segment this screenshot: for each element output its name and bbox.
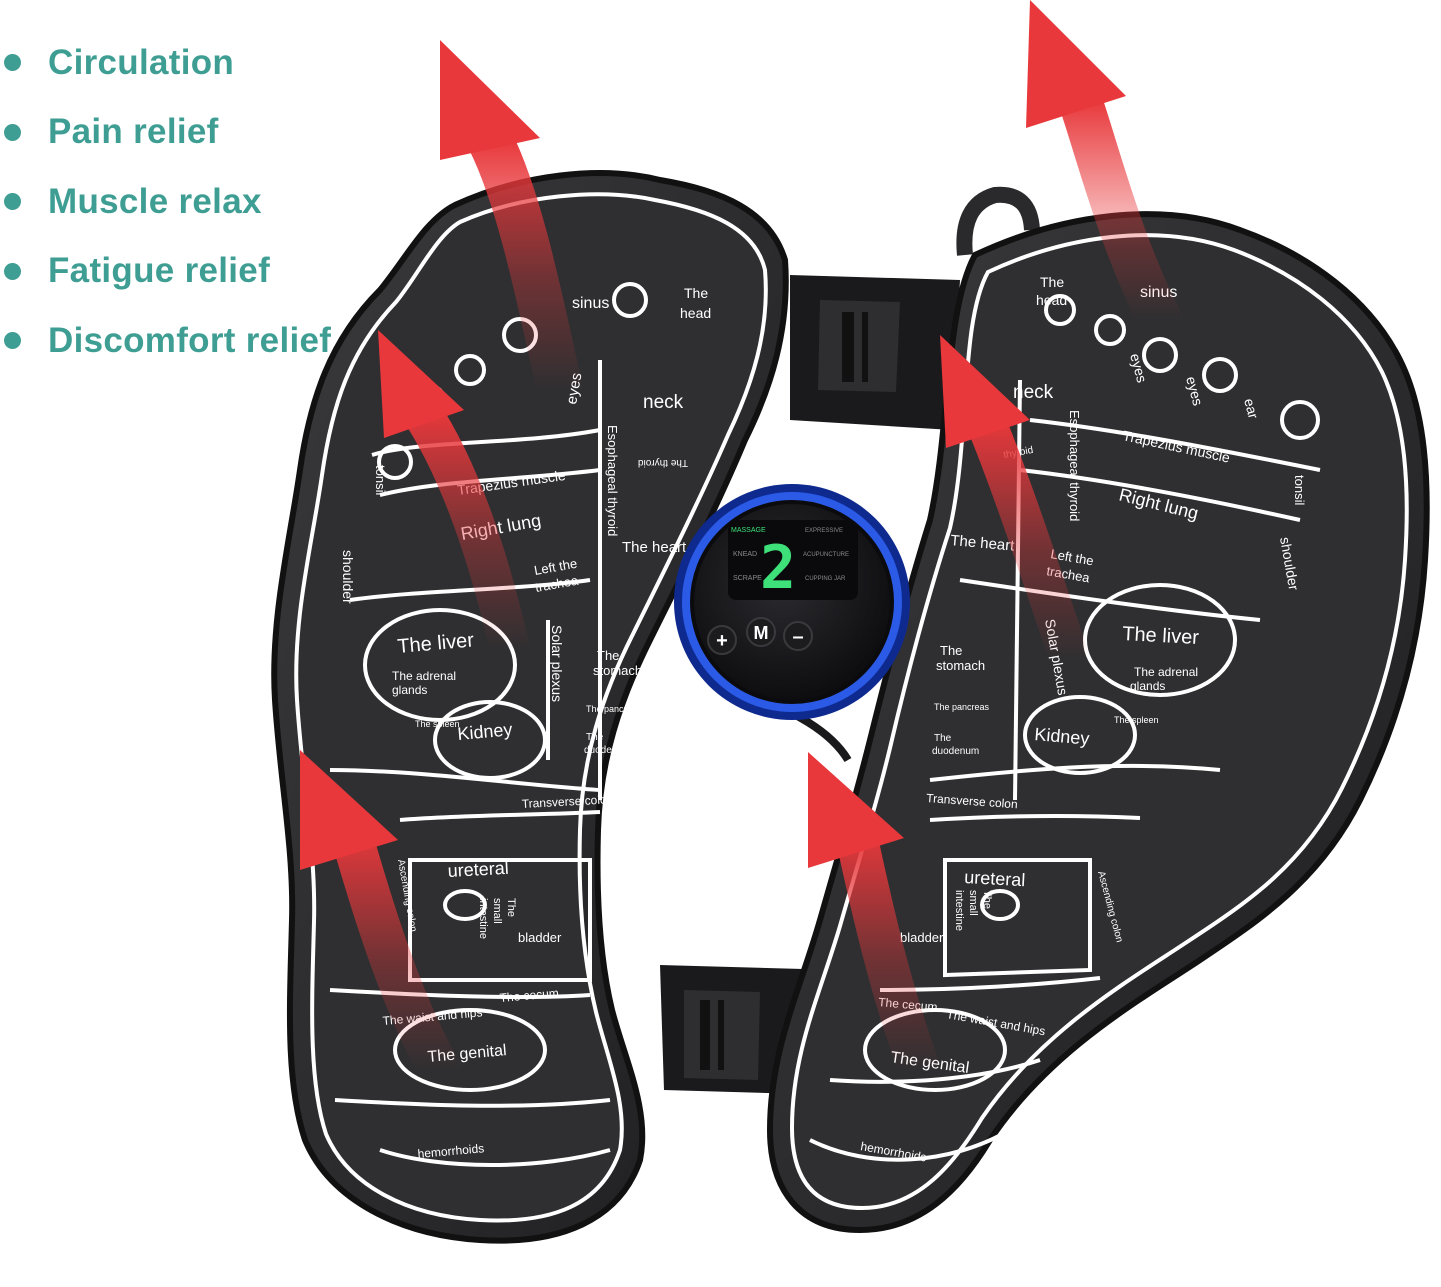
label-spleen: The spleen (415, 719, 460, 729)
bullet-dot-icon (4, 262, 21, 280)
label-pancreas: The pancreas (934, 702, 990, 712)
label-shoulder: shoulder (340, 550, 356, 604)
label-stomach: stomach (936, 658, 985, 673)
label-small-intestine: The (505, 898, 517, 917)
label-left-trachea: Left the (1049, 546, 1094, 568)
label-duodenum: The (934, 733, 952, 744)
benefits-list: Circulation Pain relief Muscle relax Fat… (0, 28, 331, 376)
label-head: The (684, 285, 708, 301)
mode-button[interactable]: M (746, 617, 776, 647)
mode-label-knead: KNEAD (733, 551, 757, 558)
label-spleen: The spleen (1114, 715, 1159, 725)
mode-label-acupuncture: ACUPUNCTURE (803, 552, 849, 558)
mode-label-scrape: SCRAPE (733, 575, 762, 582)
label-neck: neck (643, 392, 684, 413)
plus-button-label: + (716, 630, 728, 652)
label-adrenal: The adrenal (1134, 665, 1198, 679)
label-adrenal: The adrenal (392, 669, 456, 683)
intensity-display-digit: 2 (760, 533, 796, 603)
label-stomach: The (940, 643, 962, 658)
benefit-label: Muscle relax (48, 181, 262, 221)
arrow-up-icon (940, 335, 1090, 680)
label-kidney: Kidney (1034, 724, 1091, 749)
benefit-item: Muscle relax (0, 167, 331, 237)
label-neck: neck (1013, 382, 1054, 403)
label-duodenum: duodenum (584, 745, 631, 756)
minus-button[interactable]: – (783, 621, 813, 651)
mode-label-cupping: CUPPING JAR (805, 576, 846, 582)
label-head: The (1040, 274, 1064, 290)
label-heart: The heart (950, 532, 1016, 555)
label-adrenal: glands (392, 683, 427, 697)
label-stomach: stomach (593, 663, 642, 678)
benefit-item: Discomfort relief (0, 306, 331, 376)
label-liver: The liver (1122, 623, 1200, 649)
arrow-up-icon (440, 40, 583, 413)
benefit-label: Circulation (48, 42, 235, 82)
label-eyes: eyes (1127, 352, 1150, 385)
label-small-intestine: intestine (953, 890, 965, 931)
label-hemorrhoids: hemorrhoids (417, 1141, 485, 1161)
mode-label-massage: MASSAGE (731, 527, 766, 534)
label-duodenum: duodenum (932, 746, 979, 757)
label-esophageal: Esophageal thyroid (605, 425, 620, 536)
label-heart: The heart (622, 539, 687, 556)
mode-label-expressive: EXPRESSIVE (805, 528, 843, 534)
label-stomach: The (597, 648, 619, 663)
benefit-item: Circulation (0, 28, 331, 98)
label-adrenal: glands (1130, 679, 1165, 693)
benefit-label: Discomfort relief (48, 320, 332, 360)
label-left-trachea: Left the (533, 556, 578, 578)
label-duodenum: The (586, 732, 604, 743)
bullet-dot-icon (4, 193, 21, 211)
arrow-up-icon (300, 750, 461, 1091)
arrow-up-icon (808, 752, 941, 1091)
label-thyroid: The thyroid (638, 457, 688, 468)
label-ear: ear (1241, 397, 1262, 421)
mode-button-label: M (754, 623, 769, 643)
label-esophageal: Esophageal thyroid (1067, 410, 1082, 521)
label-head: head (1036, 292, 1067, 308)
label-small-intestine: small (491, 898, 503, 924)
benefit-item: Fatigue relief (0, 237, 331, 307)
label-transverse-colon: Transverse colon (926, 791, 1018, 811)
arrow-up-icon (1026, 0, 1182, 342)
flow-arrows (300, 0, 1182, 1091)
label-bladder: bladder (900, 930, 944, 945)
benefit-item: Pain relief (0, 98, 331, 168)
right-foot-reflex-lines (809, 294, 1321, 1162)
label-solar-plexus: Solar plexus (549, 625, 565, 702)
label-pancreas: The pancreas (586, 704, 642, 714)
label-ureteral: ureteral (964, 867, 1026, 890)
left-foot-reflex-lines (329, 282, 648, 1167)
bullet-dot-icon (4, 123, 21, 141)
label-sinus: sinus (572, 295, 609, 312)
label-tonsil: tonsil (373, 465, 388, 495)
label-eyes: eyes (1183, 375, 1206, 408)
label-kidney: Kidney (457, 719, 514, 744)
label-small-intestine: small (967, 890, 979, 916)
plus-button[interactable]: + (707, 625, 737, 655)
minus-button-label: – (792, 626, 803, 648)
label-ureteral: ureteral (447, 858, 509, 881)
benefit-label: Fatigue relief (48, 251, 271, 291)
bullet-dot-icon (4, 332, 21, 350)
label-head: head (680, 305, 711, 321)
controller: MASSAGE KNEAD SCRAPE EXPRESSIVE ACUPUNCT… (674, 484, 910, 720)
label-small-intestine: intestine (477, 898, 489, 939)
label-tonsil: tonsil (1292, 475, 1307, 505)
label-bladder: bladder (518, 930, 562, 945)
label-small-intestine: The (981, 890, 993, 909)
controller-display (728, 520, 858, 600)
label-transverse-colon: Transverse colon (521, 792, 613, 811)
arrow-up-icon (378, 330, 530, 670)
bullet-dot-icon (4, 54, 21, 72)
benefit-label: Pain relief (48, 112, 219, 152)
label-cecum: The cecum (499, 986, 559, 1005)
